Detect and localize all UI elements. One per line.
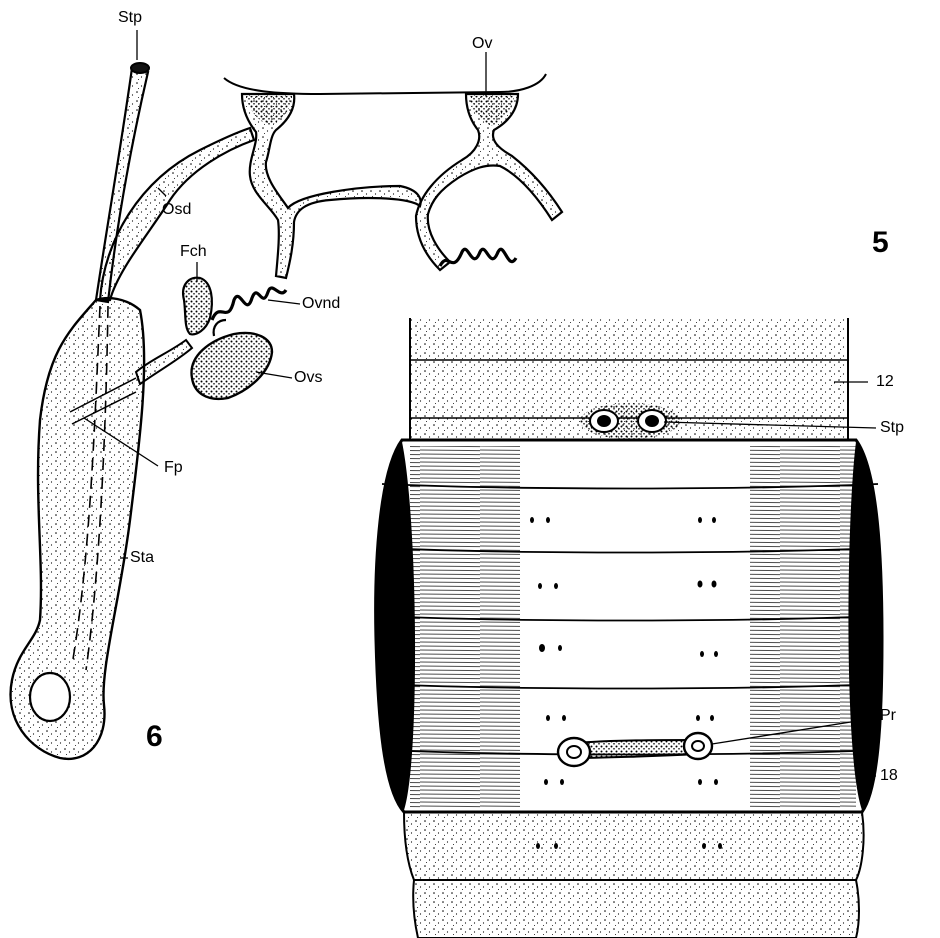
spermathecal-pores: [580, 403, 680, 439]
figure-number-6: 6: [146, 722, 163, 752]
label-fp: Fp: [164, 460, 183, 476]
figure-5-drawing: [376, 318, 882, 938]
label-osd: Osd: [162, 202, 191, 218]
label-pr: Pr: [880, 708, 896, 724]
label-ovnd: Ovnd: [302, 296, 340, 312]
atrium-loop-hole: [30, 673, 70, 721]
ovisac-stalk: [214, 320, 226, 336]
coiled-ovarian-duct: [212, 288, 286, 320]
label-stp-fig5: Stp: [880, 420, 904, 436]
label-stp-fig6: Stp: [118, 10, 142, 26]
segment-11: [410, 318, 848, 360]
figure-number-5: 5: [872, 228, 889, 258]
label-ov: Ov: [472, 36, 492, 52]
label-fch: Fch: [180, 244, 207, 260]
label-ovs: Ovs: [294, 370, 322, 386]
ovary-base-line: [224, 74, 546, 94]
label-segment-18: 18: [880, 768, 898, 784]
ovisac: [192, 333, 272, 399]
female-funnel: [183, 278, 212, 335]
label-segment-12: 12: [876, 374, 894, 390]
duct-opening: [131, 63, 149, 73]
right-coiled-duct: [440, 249, 516, 266]
clitellum-shade-left: [376, 442, 415, 810]
segment-20: [413, 880, 859, 938]
label-sta: Sta: [130, 550, 154, 566]
segment-19: [404, 812, 864, 880]
